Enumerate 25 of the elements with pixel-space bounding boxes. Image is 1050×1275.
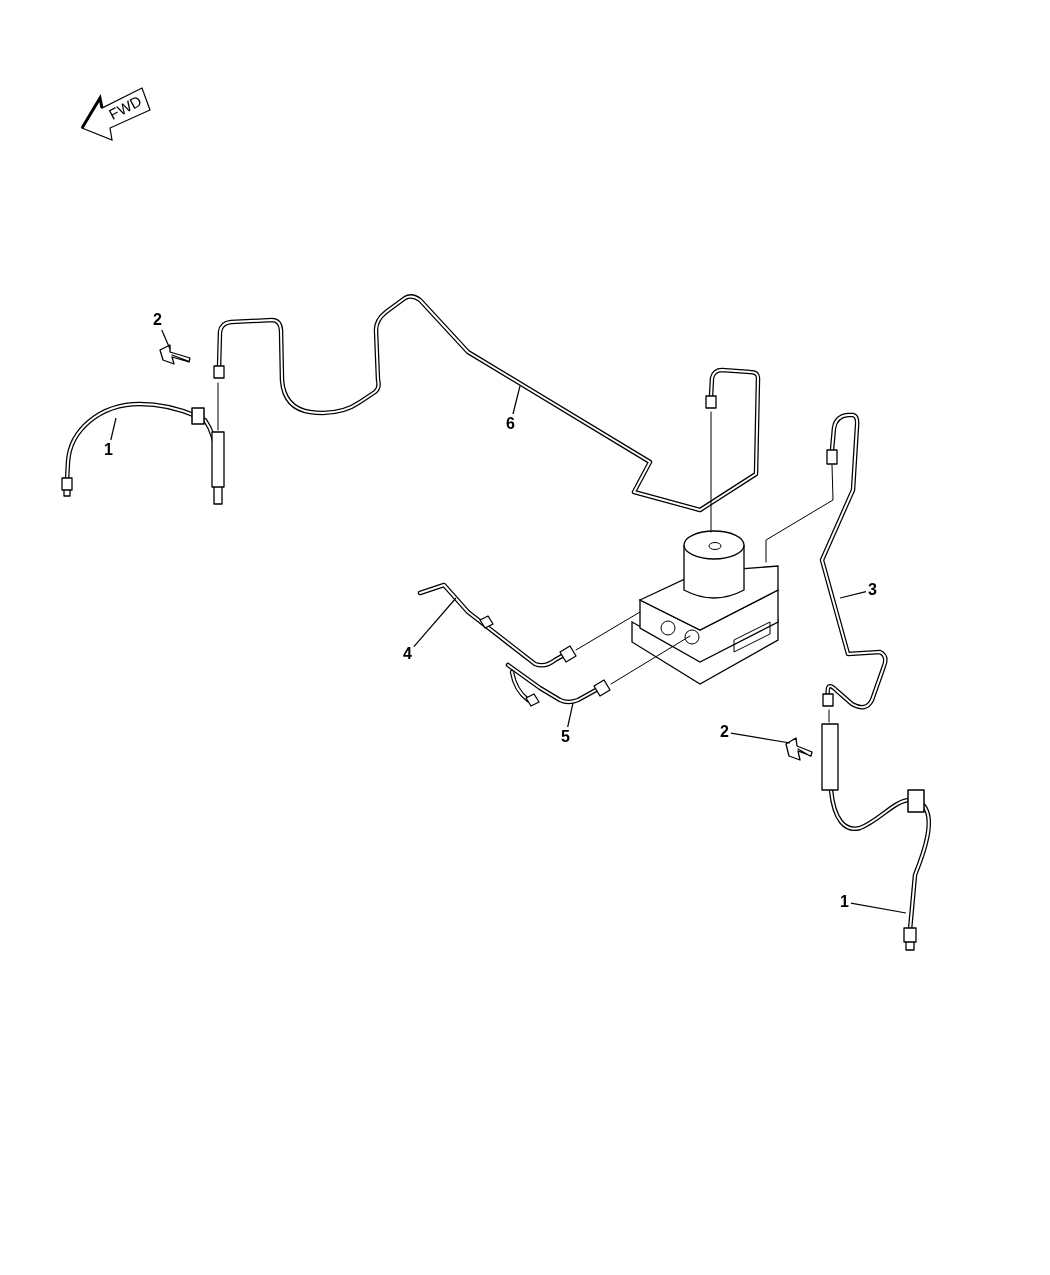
callout-number: 1 bbox=[103, 441, 114, 459]
callout-number: 2 bbox=[719, 723, 730, 741]
brake-tube-drawing bbox=[417, 582, 641, 668]
brake-tube-drawing bbox=[213, 294, 761, 533]
brake-hose-drawing bbox=[821, 709, 932, 951]
brake-tube-drawing bbox=[765, 412, 888, 710]
callout-number: 3 bbox=[867, 581, 878, 599]
callout-number: 6 bbox=[505, 415, 516, 433]
callout-number: 4 bbox=[402, 645, 413, 663]
leader-line bbox=[567, 702, 574, 728]
brake-hose-drawing bbox=[61, 382, 225, 505]
leader-line bbox=[110, 417, 117, 441]
leader-line bbox=[161, 329, 171, 350]
leader-line bbox=[413, 597, 457, 648]
leader-line bbox=[730, 732, 791, 744]
leader-line bbox=[512, 385, 521, 415]
callout-number: 2 bbox=[152, 311, 163, 329]
leader-line bbox=[839, 591, 867, 599]
direction-label: FWD bbox=[106, 92, 145, 123]
clip-drawing bbox=[785, 737, 813, 761]
callout-number: 5 bbox=[560, 728, 571, 746]
clip-drawing bbox=[159, 344, 191, 365]
callout-number: 1 bbox=[839, 893, 850, 911]
leader-line bbox=[850, 902, 907, 914]
brake-tube-drawing bbox=[505, 635, 691, 707]
